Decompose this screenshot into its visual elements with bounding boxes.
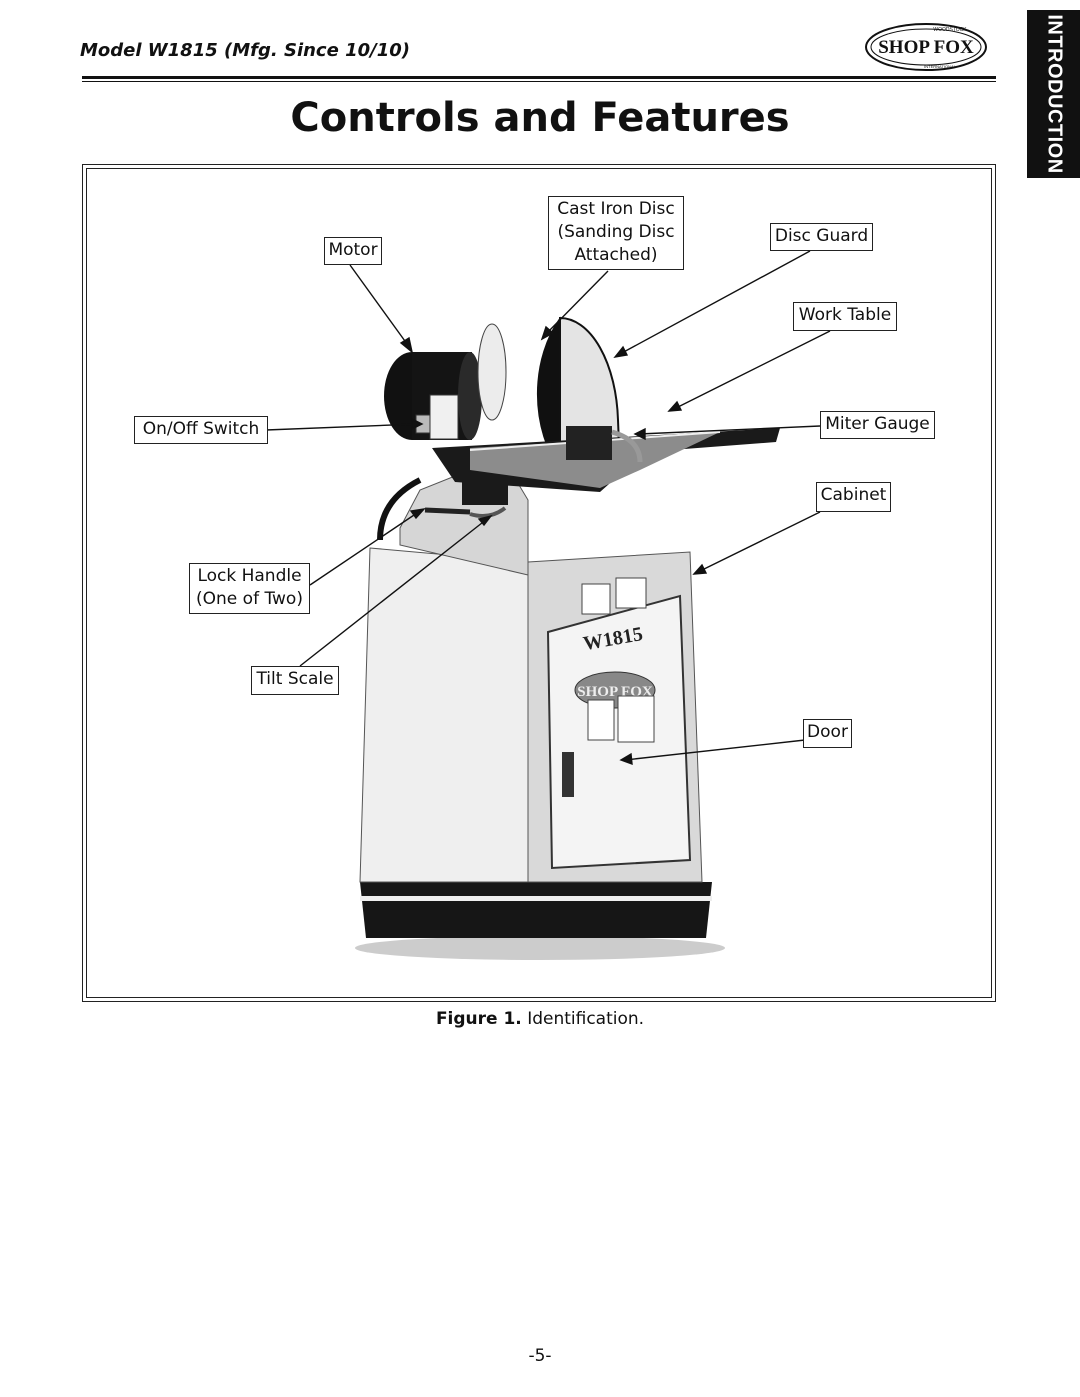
- callout-miter-gauge: Miter Gauge: [820, 411, 935, 439]
- callout-motor: Motor: [324, 237, 382, 265]
- header-rule-thick: [82, 76, 996, 79]
- callout-cast-iron-disc: Cast Iron Disc (Sanding Disc Attached): [548, 196, 684, 270]
- figure-frame-inner: [86, 168, 992, 998]
- svg-text:SHOP FOX: SHOP FOX: [878, 37, 974, 58]
- callout-work-table: Work Table: [793, 302, 897, 331]
- callout-disc-guard: Disc Guard: [770, 223, 873, 251]
- section-tab: INTRODUCTION: [1027, 10, 1080, 178]
- callout-on-off-switch: On/Off Switch: [134, 416, 268, 444]
- figure-caption-text: Identification.: [527, 1009, 645, 1029]
- figure-caption-label: Figure 1.: [435, 1009, 522, 1029]
- machine-base: [360, 882, 712, 938]
- callout-cabinet: Cabinet: [816, 482, 891, 512]
- callout-cast-iron-disc-line2: (Sanding Disc: [557, 222, 675, 242]
- cabinet-left-face: [359, 547, 529, 883]
- figure-frame: [82, 164, 996, 1002]
- svg-text:WOODSTOCK: WOODSTOCK: [933, 27, 967, 33]
- callout-lock-handle-line1: Lock Handle: [197, 566, 302, 586]
- callout-tilt-scale: Tilt Scale: [251, 666, 339, 695]
- callout-lock-handle-line2: (One of Two): [196, 589, 303, 609]
- page-number: -5-: [528, 1346, 552, 1366]
- callout-lock-handle: Lock Handle (One of Two): [189, 563, 310, 614]
- figure-caption: Figure 1. Identification.: [0, 1009, 1080, 1029]
- header-rule-thin: [82, 81, 996, 82]
- callout-cast-iron-disc-line1: Cast Iron Disc: [557, 199, 675, 219]
- callout-cast-iron-disc-line3: Attached): [574, 245, 658, 265]
- callout-door: Door: [803, 719, 852, 748]
- miter-gauge: [566, 426, 612, 460]
- model-line: Model W1815 (Mfg. Since 10/10): [80, 40, 410, 61]
- svg-text:INTERNATIONAL: INTERNATIONAL: [924, 64, 956, 69]
- shop-fox-logo: SHOP FOX WOODSTOCK INTERNATIONAL: [865, 23, 987, 71]
- page-title: Controls and Features: [290, 95, 790, 141]
